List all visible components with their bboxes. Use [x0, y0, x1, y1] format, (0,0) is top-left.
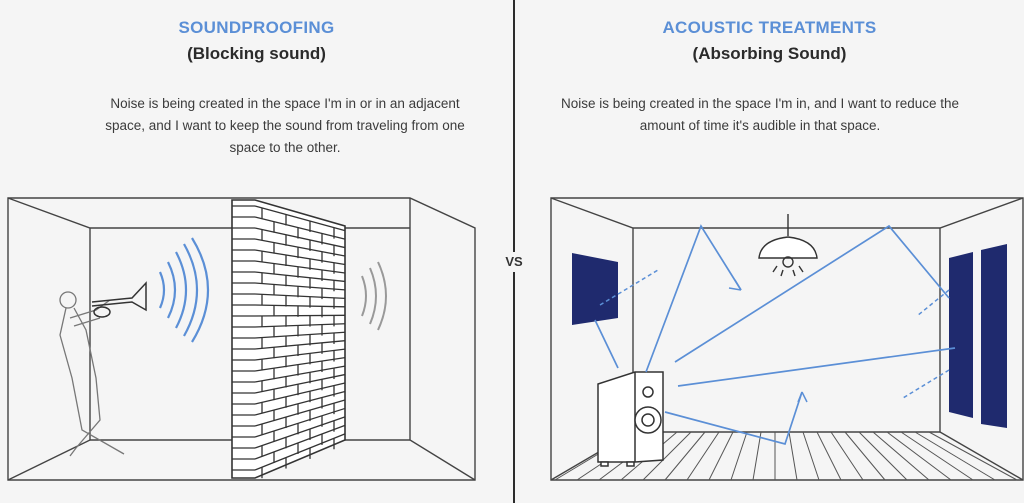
brick-row — [254, 373, 346, 394]
sound-reflection-lines — [594, 224, 956, 446]
soundproofing-panel: SOUNDPROOFING (Blocking sound) Noise is … — [7, 18, 476, 481]
faint-sound-waves-icon — [361, 261, 387, 331]
floor-plank — [802, 431, 820, 481]
brick-row — [254, 424, 346, 460]
vs-label: VS — [498, 252, 530, 272]
floor-plank — [664, 431, 706, 481]
soundproofing-subtitle: (Blocking sound) — [187, 44, 326, 63]
soundproofing-description: Noise is being created in the space I'm … — [105, 96, 465, 155]
acoustic-panels-right — [949, 244, 1007, 428]
acoustic-illustration — [550, 197, 1024, 481]
room-back-top — [550, 197, 1024, 229]
sound-waves-icon — [158, 237, 209, 343]
brick-row — [254, 340, 346, 350]
room-floor-right — [409, 228, 476, 481]
brick-row — [254, 433, 346, 471]
floor-plank — [872, 431, 930, 481]
floor-plank — [816, 431, 842, 481]
brick-row — [254, 249, 346, 266]
brick-row — [254, 238, 346, 257]
brick-row — [254, 216, 346, 240]
floor-plank — [900, 431, 974, 481]
brick-row — [254, 356, 346, 372]
floor-plank — [914, 431, 996, 481]
brick-row — [254, 365, 346, 383]
floor-plank — [752, 431, 762, 481]
brick-row — [254, 331, 346, 339]
brick-wall — [231, 199, 346, 479]
panel-divider — [513, 0, 515, 503]
acoustic-panel-left — [572, 253, 618, 325]
floor-plank — [928, 431, 1018, 481]
floor-plank — [858, 431, 908, 481]
speaker-icon — [597, 371, 664, 467]
soundproofing-title: SOUNDPROOFING — [178, 18, 335, 37]
trumpet-player-figure — [59, 291, 125, 457]
brick-row — [254, 293, 346, 300]
brick-row — [254, 416, 346, 449]
brick-row — [254, 323, 346, 328]
floor-plank — [686, 431, 720, 481]
brick-row — [254, 227, 346, 249]
brick-row — [254, 304, 346, 308]
brick-row — [254, 407, 346, 438]
brick-row — [254, 314, 346, 317]
acoustic-title: ACOUSTIC TREATMENTS — [662, 18, 877, 37]
soundproofing-illustration — [7, 197, 476, 481]
floor-plank — [642, 431, 692, 481]
acoustic-description: Noise is being created in the space I'm … — [560, 96, 960, 133]
floor-plank — [844, 431, 886, 481]
floor-plank — [730, 431, 748, 481]
floor-plank — [788, 431, 798, 481]
floor-plank — [886, 431, 952, 481]
brick-row — [254, 271, 346, 283]
absorbed-sound-arrows — [599, 269, 950, 399]
room-back-top — [7, 197, 410, 229]
room-back-wall — [632, 228, 941, 433]
pendant-lamp-icon — [758, 214, 818, 277]
brick-row — [254, 260, 346, 274]
brick-row — [254, 205, 346, 232]
floor-plank — [830, 431, 864, 481]
brick-row — [254, 348, 346, 361]
floor-plank — [708, 431, 734, 481]
trumpet-icon — [91, 281, 147, 318]
acoustic-treatments-panel: ACOUSTIC TREATMENTS (Absorbing Sound) No… — [515, 0, 1024, 503]
brick-row — [254, 390, 346, 416]
brick-row — [254, 399, 346, 427]
brick-row — [254, 382, 346, 405]
acoustic-subtitle: (Absorbing Sound) — [692, 44, 847, 63]
brick-row — [254, 282, 346, 291]
